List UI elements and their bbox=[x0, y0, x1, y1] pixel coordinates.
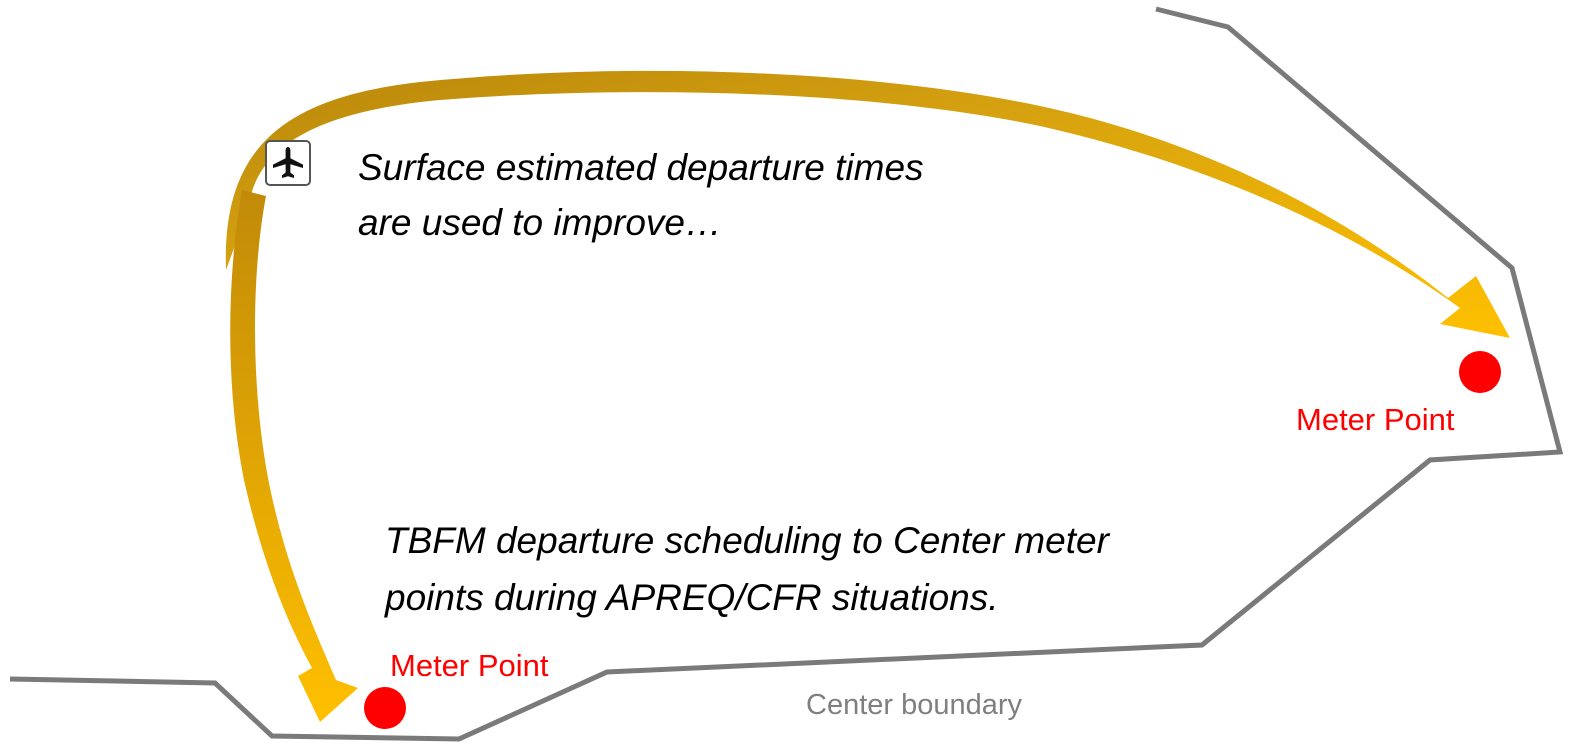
center-boundary-line bbox=[9, 6, 1564, 742]
annotation-bottom-line-1: TBFM departure scheduling to Center mete… bbox=[385, 520, 1109, 561]
center-boundary-label: Center boundary bbox=[806, 689, 1023, 721]
arrow-to-left-meter-point bbox=[230, 190, 358, 722]
right-meter-point-label: Meter Point bbox=[1296, 402, 1455, 437]
annotation-top-line-2: are used to improve… bbox=[358, 202, 723, 243]
left-meter-point-marker bbox=[364, 687, 406, 729]
annotation-top-line-1: Surface estimated departure times bbox=[358, 147, 924, 188]
right-meter-point-marker bbox=[1459, 351, 1501, 393]
arrow-to-right-meter-point bbox=[225, 70, 1510, 339]
annotation-bottom-line-2: points during APREQ/CFR situations. bbox=[385, 577, 999, 618]
airplane-icon bbox=[265, 140, 311, 186]
left-meter-point-label: Meter Point bbox=[390, 648, 549, 683]
